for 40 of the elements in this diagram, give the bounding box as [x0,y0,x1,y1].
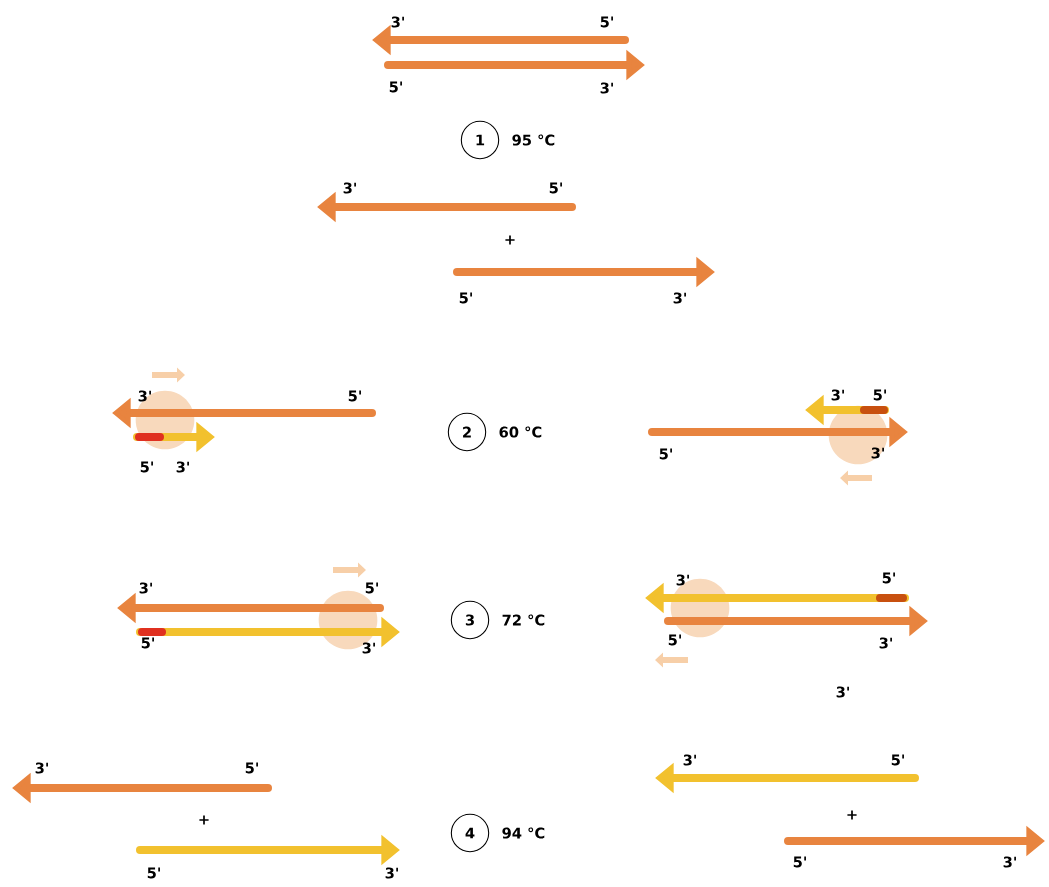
strand-end-label: 3' [1003,856,1016,868]
strand-end-label: 5' [668,634,681,646]
strand-end-label: 5' [659,448,672,460]
strand-end-label: 5' [147,867,160,879]
strand-end-label: 5' [141,637,154,649]
temperature-label: 60 °C [499,426,542,438]
plus-sign: + [847,810,857,820]
plus-sign: + [199,815,209,825]
strand-end-label: 3' [176,461,189,473]
plus-sign: + [505,235,515,245]
strand-end-label: 5' [365,582,378,594]
strand-end-label: 3' [676,574,689,586]
strand-end-label: 5' [348,390,361,402]
strand-end-label: 3' [673,292,686,304]
strand-end-label: 5' [600,16,613,28]
strand-end-label: 3' [139,582,152,594]
temperature-label: 95 °C [512,134,555,146]
strand-end-label: 3' [35,762,48,774]
strand-end-label: 3' [831,389,844,401]
strand-end-label: 5' [549,182,562,194]
strand-end-label: 3' [343,182,356,194]
strand-end-label: 3' [879,637,892,649]
temperature-label: 94 °C [502,827,545,839]
strand-end-label: 5' [882,572,895,584]
strand-end-label: 3' [683,754,696,766]
temperature-label: 72 °C [502,614,545,626]
strand-end-label: 3' [871,447,884,459]
strand-end-label: 5' [891,754,904,766]
strand-end-label: 3' [362,642,375,654]
strand-end-label: 5' [459,292,472,304]
strand-end-label: 5' [245,762,258,774]
strand-end-label: 5' [793,856,806,868]
strand-end-label: 3' [836,686,849,698]
strand-end-label: 3' [600,82,613,94]
strand-end-label: 5' [873,389,886,401]
strand-end-label: 3' [391,16,404,28]
strand-end-label: 3' [138,390,151,402]
strand-end-label: 5' [389,81,402,93]
strand-end-label: 5' [140,461,153,473]
strand-end-label: 3' [385,867,398,879]
